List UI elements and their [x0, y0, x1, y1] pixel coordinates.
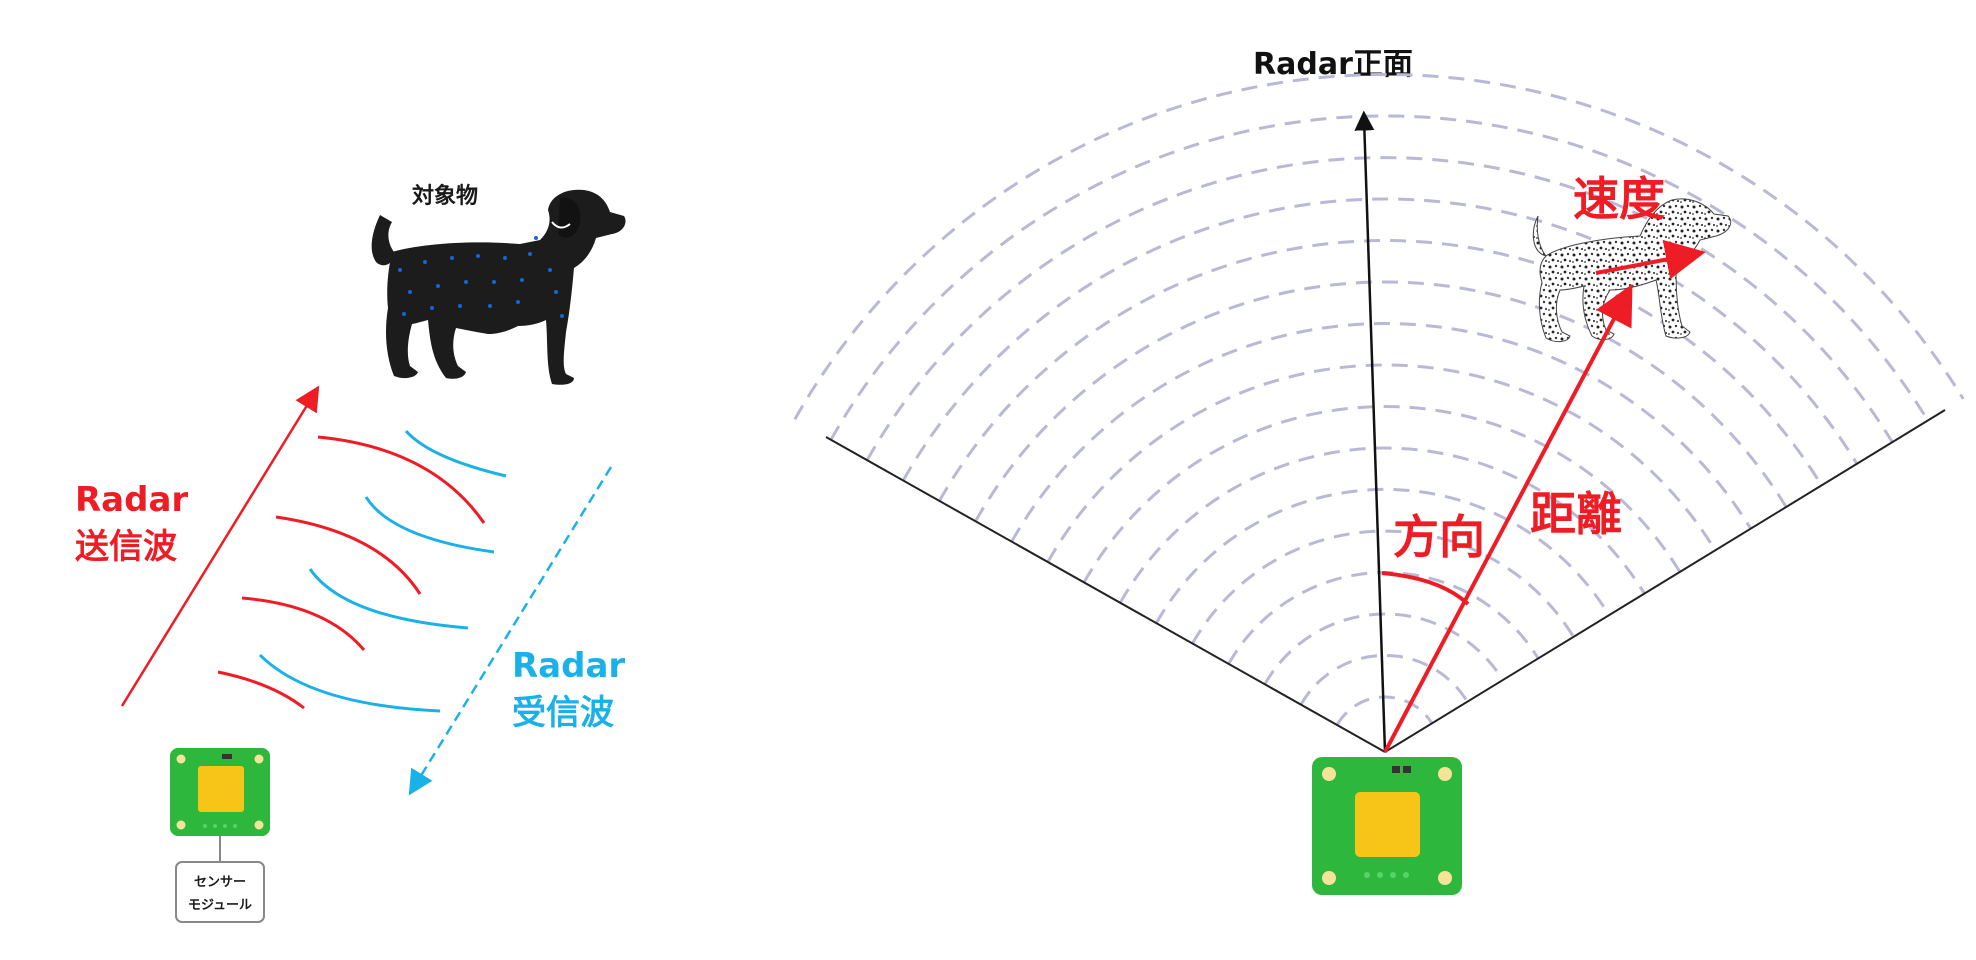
- range-arc: [901, 197, 1859, 482]
- right-diagram: Radar正面 速度 方向 距離: [793, 47, 1965, 895]
- distance-label: 距離: [1530, 487, 1622, 541]
- receive-wave-arcs: [258, 429, 507, 713]
- range-arc: [1227, 571, 1540, 665]
- sensor-module-large: [1312, 757, 1462, 895]
- range-arc: [829, 114, 1930, 441]
- range-arc: [1010, 322, 1752, 543]
- range-arc: [793, 73, 1965, 421]
- receive-wave-arrow: [408, 466, 613, 796]
- sensor-module-small: [170, 748, 270, 836]
- range-arc: [1118, 446, 1646, 604]
- fov-right-boundary: [1384, 409, 1946, 753]
- radar-front-axis: [1354, 110, 1387, 753]
- reflection-points: [398, 236, 564, 318]
- transmit-wave-arrow: [120, 385, 320, 707]
- range-arc: [1191, 529, 1575, 645]
- range-arc: [1154, 487, 1611, 624]
- range-arc: [865, 156, 1894, 461]
- receive-label-radar: Radar: [512, 646, 625, 686]
- range-arc: [1046, 363, 1717, 563]
- range-arcs: [793, 73, 1965, 726]
- velocity-arrow: [1595, 239, 1706, 280]
- fov-left-boundary: [825, 436, 1386, 753]
- module-label-line1: センサー: [194, 875, 246, 890]
- range-arc: [1299, 653, 1469, 706]
- transmit-wave-arcs: [217, 435, 486, 710]
- dog-silhouette-icon: [371, 189, 626, 385]
- range-arc: [1082, 405, 1682, 584]
- module-label-line2: モジュール: [188, 898, 252, 913]
- left-diagram: 対象物: [75, 183, 626, 923]
- transmit-label-radar: Radar: [75, 480, 188, 520]
- direction-label: 方向: [1393, 510, 1485, 564]
- point-cloud-dog-icon: [1532, 198, 1732, 343]
- range-arc: [1263, 612, 1505, 686]
- direction-angle-arc: [1381, 571, 1470, 606]
- transmit-label-wave: 送信波: [75, 527, 177, 567]
- distance-vector-arrow: [1383, 283, 1633, 753]
- target-label: 対象物: [412, 183, 478, 209]
- module-label-box: [175, 861, 265, 923]
- receive-label-wave: 受信波: [512, 693, 614, 733]
- range-arc: [938, 239, 1823, 502]
- speed-label: 速度: [1573, 172, 1665, 226]
